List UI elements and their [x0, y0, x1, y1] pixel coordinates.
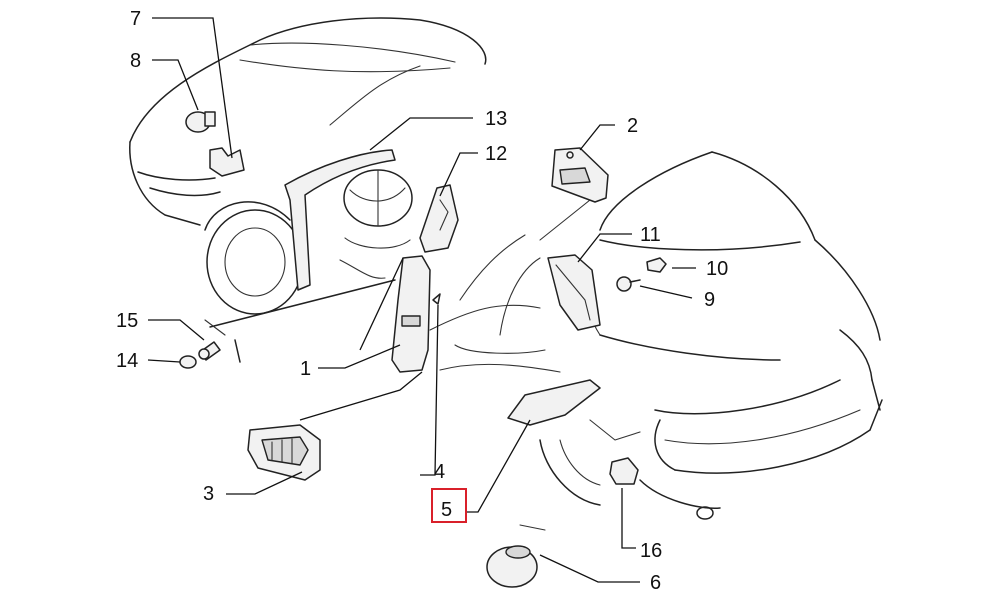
callout-11[interactable]: 11: [640, 224, 661, 246]
callout-9[interactable]: 9: [704, 289, 715, 311]
a-pillar-trim-part: [284, 149, 396, 291]
callout-3[interactable]: 3: [203, 483, 214, 505]
callout-1[interactable]: 1: [300, 358, 311, 380]
callout-8[interactable]: 8: [130, 50, 141, 72]
callout-13[interactable]: 13: [485, 108, 507, 130]
vent-grille-3-part: [247, 424, 321, 481]
screw-10-part: [646, 257, 667, 273]
upper-b-pillar-trim-part: [419, 184, 459, 253]
pillar-clip-part: [432, 293, 441, 305]
callout-16[interactable]: 16: [640, 540, 662, 562]
cap-6-part: [486, 545, 538, 588]
callout-5[interactable]: 5: [441, 499, 452, 521]
car-body-outline: [129, 17, 883, 531]
clip-16-part: [609, 457, 639, 485]
callout-14[interactable]: 14: [116, 350, 138, 372]
clip-7-part: [209, 147, 245, 177]
c-pillar-trim-part: [547, 254, 601, 331]
lower-b-pillar-trim-part: [391, 255, 431, 373]
bracket-part: [551, 147, 609, 203]
callout-2[interactable]: 2: [627, 115, 638, 137]
washer-14-part: [179, 355, 197, 369]
highlight-box-callout-5: [431, 488, 467, 523]
rivet-8-part: [185, 111, 216, 133]
callout-12[interactable]: 12: [485, 143, 507, 165]
callout-6[interactable]: 6: [650, 572, 661, 594]
push-pin-15-part: [198, 341, 221, 361]
callout-labels: 7 8 13 12 2 11 10 9 15 14 1 4 3 5 16 6: [116, 8, 728, 594]
callout-7[interactable]: 7: [130, 8, 141, 30]
callout-10[interactable]: 10: [706, 258, 728, 280]
callout-15[interactable]: 15: [116, 310, 138, 332]
callout-4[interactable]: 4: [434, 461, 445, 483]
leader-lines: [147, 17, 696, 583]
screw-9-part: [616, 276, 641, 292]
sill-trim-5-part: [507, 379, 601, 426]
